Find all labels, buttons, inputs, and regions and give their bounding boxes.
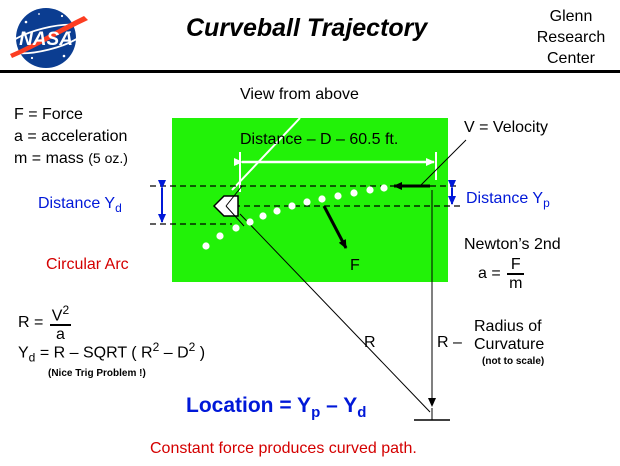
r-eq-num-base: V bbox=[51, 307, 63, 325]
location-minus: – Y bbox=[320, 394, 358, 417]
newton-den: m bbox=[509, 275, 523, 292]
radius-label-vertical: R – bbox=[437, 334, 462, 351]
ball-dot bbox=[216, 232, 224, 240]
distance-yp-text: Distance Y bbox=[466, 190, 544, 207]
ball-dot bbox=[202, 242, 210, 250]
radius-equation: R = V2 a bbox=[18, 302, 72, 344]
ball-dot bbox=[288, 202, 296, 210]
force-f-label: F bbox=[350, 257, 360, 274]
trig-note: (Nice Trig Problem !) bbox=[48, 368, 146, 379]
def-mass: m = mass (5 oz.) bbox=[14, 150, 128, 168]
yd-equation: Yd = R – SQRT ( R2 – D2 ) bbox=[18, 340, 205, 365]
ball-dot bbox=[318, 195, 326, 203]
ball-dot bbox=[366, 186, 374, 194]
velocity-pointer bbox=[419, 139, 467, 187]
radius-of-label: Radius of bbox=[474, 318, 542, 335]
yd-eq-exp2: 2 bbox=[188, 340, 196, 354]
newton-fraction: F m bbox=[507, 256, 525, 292]
playing-field bbox=[172, 118, 448, 282]
newton-equation: a = F m bbox=[478, 256, 525, 292]
ball-dot bbox=[273, 207, 281, 215]
distance-yp-sub: p bbox=[543, 196, 550, 211]
org-line-3: Center bbox=[546, 50, 596, 67]
path-edge-upper bbox=[225, 185, 243, 207]
location-sub-p: p bbox=[311, 404, 321, 422]
nasa-logo-text: NASA bbox=[19, 29, 73, 50]
ball-dot bbox=[334, 192, 342, 200]
distance-yd-sub: d bbox=[115, 201, 122, 216]
force-arrow bbox=[322, 205, 348, 249]
ball-dot bbox=[232, 224, 240, 232]
distance-d-label: Distance – D – 60.5 ft. bbox=[240, 131, 399, 148]
def-force: F = Force bbox=[14, 106, 83, 123]
yd-eq-y: Y bbox=[18, 344, 29, 362]
r-eq-lhs: R = bbox=[18, 313, 44, 331]
yd-eq-mid: – D bbox=[159, 344, 189, 362]
path-edge-lower bbox=[225, 205, 245, 227]
yd-eq-end: ) bbox=[195, 344, 206, 362]
r-eq-num: V2 bbox=[49, 302, 72, 327]
velocity-label: V = Velocity bbox=[464, 119, 549, 136]
location-prefix: Location = Y bbox=[186, 394, 312, 417]
ball-dots bbox=[202, 184, 388, 250]
distance-yd-text: Distance Y bbox=[38, 195, 116, 212]
distance-yp-label: Distance Yp bbox=[466, 190, 550, 210]
page-title: Curveball Trajectory bbox=[186, 14, 428, 42]
circular-arc-label: Circular Arc bbox=[46, 256, 129, 273]
location-equation: Location = Yp – Yd bbox=[186, 394, 366, 421]
curvature-label: Curvature bbox=[474, 336, 545, 353]
newton-title: Newton’s 2nd bbox=[464, 236, 561, 253]
yd-eq-exp1: 2 bbox=[152, 340, 160, 354]
view-label: View from above bbox=[240, 86, 359, 103]
ball-dot bbox=[259, 212, 267, 220]
not-to-scale-label: (not to scale) bbox=[482, 356, 545, 367]
def-acceleration: a = acceleration bbox=[14, 128, 128, 145]
r-eq-fraction: V2 a bbox=[49, 302, 72, 344]
distance-yd-label: Distance Yd bbox=[38, 195, 122, 215]
footer-caption: Constant force produces curved path. bbox=[150, 440, 417, 457]
def-mass-label: m = mass bbox=[14, 150, 84, 167]
nasa-logo: NASA bbox=[6, 8, 88, 68]
location-sub-d: d bbox=[357, 404, 367, 422]
r-eq-den: a bbox=[56, 326, 65, 344]
org-name: Glenn Research Center bbox=[526, 6, 616, 69]
r-eq-num-exp: 2 bbox=[62, 303, 70, 317]
ball-dot bbox=[246, 218, 254, 226]
yd-eq-main: = R – SQRT ( R bbox=[39, 344, 153, 362]
def-mass-value: (5 oz.) bbox=[88, 150, 128, 166]
radius-label-diagonal: R bbox=[364, 334, 376, 351]
sight-line bbox=[231, 117, 301, 191]
ball-dot bbox=[303, 198, 311, 206]
org-line-1: Glenn bbox=[549, 8, 593, 25]
yd-eq-sub: d bbox=[28, 350, 36, 365]
ball-dot bbox=[350, 189, 358, 197]
newton-lhs: a = bbox=[478, 265, 501, 283]
newton-num: F bbox=[507, 256, 525, 275]
header-divider bbox=[0, 70, 620, 73]
ball-dot bbox=[380, 184, 388, 192]
org-line-2: Research bbox=[536, 29, 606, 46]
radius-line-diagonal bbox=[239, 213, 431, 413]
